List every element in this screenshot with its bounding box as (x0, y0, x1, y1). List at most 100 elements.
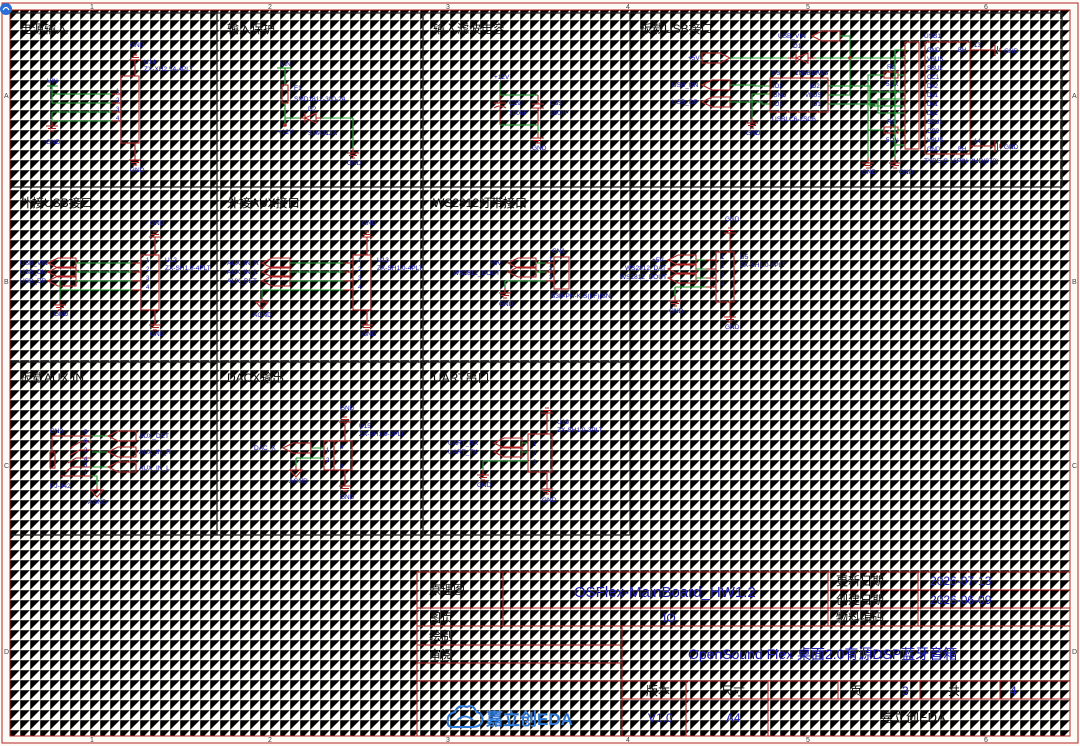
d3-pin-io2-l: IO2 (773, 84, 783, 90)
u12-connector-body[interactable] (140, 254, 160, 311)
c35-value: 100nF (550, 110, 568, 117)
usb1-pin-14: 14 (974, 139, 981, 145)
r3-value: 5.1k (886, 137, 899, 144)
section-title-uart: UART串口 (433, 371, 489, 385)
cn3-ref: CN3 (50, 428, 63, 435)
u15-agnd-label: AGND (289, 478, 308, 485)
svg-text:4: 4 (340, 445, 344, 451)
title-block (416, 571, 1071, 737)
created-date: 2026-06-09 (930, 593, 992, 607)
p12v-label-filter: +12V (494, 74, 510, 81)
input-filter-circuit: +12V C29 100uF C35 100nF GND (493, 74, 568, 152)
usb1-pin-vbus1: VBUS (927, 57, 943, 63)
section-title-dacx: DACX输出 (227, 370, 284, 385)
d3-pin-gnd: GND (773, 93, 787, 99)
usb1-pin-dp2: Dp2 (927, 111, 939, 117)
usb-gnd-label: GND (899, 169, 914, 176)
u14-top-gnd-label: GND (130, 42, 145, 49)
svg-text:1: 1 (326, 448, 330, 454)
usb1-ref: USB1 (924, 33, 941, 40)
svg-text:5: 5 (84, 430, 88, 436)
vin-label-protect: VIN (280, 61, 291, 68)
section-title-ext-aux: 外接AUX接口 (227, 195, 300, 210)
r2-value: 5.1k (886, 81, 899, 88)
d1-schottky-diode[interactable] (788, 52, 816, 64)
svg-text:1: 1 (116, 89, 120, 95)
p12v-label-protect: +12V (278, 129, 294, 136)
svg-text:4: 4 (358, 285, 362, 291)
u16-connector-body[interactable] (527, 433, 553, 473)
onboard-aux-circuit: CN3 56 24 31 PJ-342 AUX_DET AUX_IN_R AUX… (49, 428, 171, 506)
usb-dn-label: USB_DN (672, 82, 699, 89)
usb1-typec-connector[interactable] (924, 41, 971, 155)
svg-text:1: 1 (721, 255, 725, 261)
row-d: D (4, 649, 9, 656)
project-title[interactable]: OpenSound Flex 桌面2.0有源DSP蓝牙音箱 (688, 646, 957, 662)
usb1-pin-13: 13 (974, 43, 981, 49)
u5-top-gnd-label: GND (725, 216, 740, 223)
svg-text:1: 1 (549, 257, 553, 263)
col-2-bottom: 2 (268, 737, 272, 744)
cn3-value: PJ-342 (50, 483, 71, 490)
u12-usb-dn-label: USB_DN (20, 269, 47, 276)
total-pages: 4 (1010, 684, 1017, 698)
u5-ref: U5 (740, 254, 749, 261)
c35-capacitor[interactable] (532, 95, 544, 125)
usb1-pin-dn2: Dn2 (927, 84, 939, 90)
cn3-aux-det-label: AUX_DET (139, 433, 169, 440)
r2-ref: R2 (887, 64, 896, 71)
label-version: 版本 (646, 684, 670, 698)
border-coordinates: 1 2 3 4 5 6 1 2 3 4 5 6 A B C D A B C D (4, 4, 1077, 744)
d2-tvs-diode[interactable] (300, 112, 322, 124)
usb-vin-label: USB_VIN (778, 33, 806, 40)
usb1-shell-top: EH (958, 48, 966, 54)
section-title-input-protect: 输入保护 (227, 21, 275, 36)
cn3-audio-jack[interactable] (49, 435, 92, 477)
vin-net-label: VIN (47, 78, 58, 85)
p5v-label-usb: +5V (688, 55, 700, 62)
col-1: 1 (90, 4, 94, 11)
svg-text:3: 3 (340, 464, 344, 470)
section-frames (10, 12, 1063, 536)
u5-connector-body[interactable] (715, 251, 735, 303)
ext-aux-circuit: GND U13 ZX-SH1.0-4PLT GND AUX_IN_R AUX_I… (227, 220, 423, 338)
u13-connector-body[interactable] (352, 254, 372, 311)
cn1-connector-body[interactable] (553, 256, 570, 290)
row-b-right: B (1072, 279, 1077, 286)
schematic-name[interactable]: OSFlex-MainBoard_HW1.2 (574, 584, 756, 601)
cn1-value: B3B-PH-K-S(LF)(SN) (551, 293, 613, 300)
row-a-right: A (1072, 93, 1077, 100)
usb1-shell-gnd-label-bottom: GND (1004, 144, 1019, 151)
label-updated: 更新日期 (836, 573, 884, 588)
u13-aux-det-label: AUX_DET (227, 278, 257, 285)
svg-text:2: 2 (549, 266, 553, 272)
u14-connector-body[interactable] (120, 75, 140, 144)
logo-text: 嘉立创EDA (485, 709, 573, 729)
svg-text:2: 2 (358, 267, 362, 273)
col-2: 2 (268, 4, 272, 11)
u15-connector-body[interactable] (323, 440, 353, 471)
d3-pin-io1-l: IO1 (773, 102, 783, 108)
dacx-circuit: GND U15 ZX-SH1.0-2PLT 12 43 DAC_X AGND G… (254, 405, 405, 501)
svg-text:2: 2 (533, 451, 537, 457)
cn1-p5v-label: +5V (490, 260, 502, 267)
u5-p5v-label: +5V (652, 257, 664, 264)
svg-text:3: 3 (116, 107, 120, 113)
d3-pin-io2-r: IO2 (810, 84, 820, 90)
d1-ref: D1 (793, 43, 802, 50)
d3-pin-io1-r: IO1 (811, 102, 821, 108)
uart-circuit: U16 ZX-SH1.0-3PLT 123 UART_RX UART_TX GN… (448, 407, 603, 504)
updated-date: 2026-07-13 (930, 574, 992, 588)
c29-capacitor[interactable] (493, 95, 507, 125)
row-b: B (4, 279, 9, 286)
eda-app-icon[interactable] (0, 3, 12, 15)
section-title-ext-usb: 外接USB接口 (20, 195, 93, 210)
u15-bottom-gnd-label: GND (340, 494, 355, 501)
label-created: 创建日期 (836, 593, 884, 607)
u5-dat-label: WS2812_DAT (625, 265, 666, 272)
u15-top-gnd-label: GND (340, 405, 355, 412)
usb1-pin-sbu2: SBU2 (927, 66, 943, 72)
page-name[interactable]: IO (663, 611, 676, 625)
svg-text:2: 2 (116, 98, 120, 104)
